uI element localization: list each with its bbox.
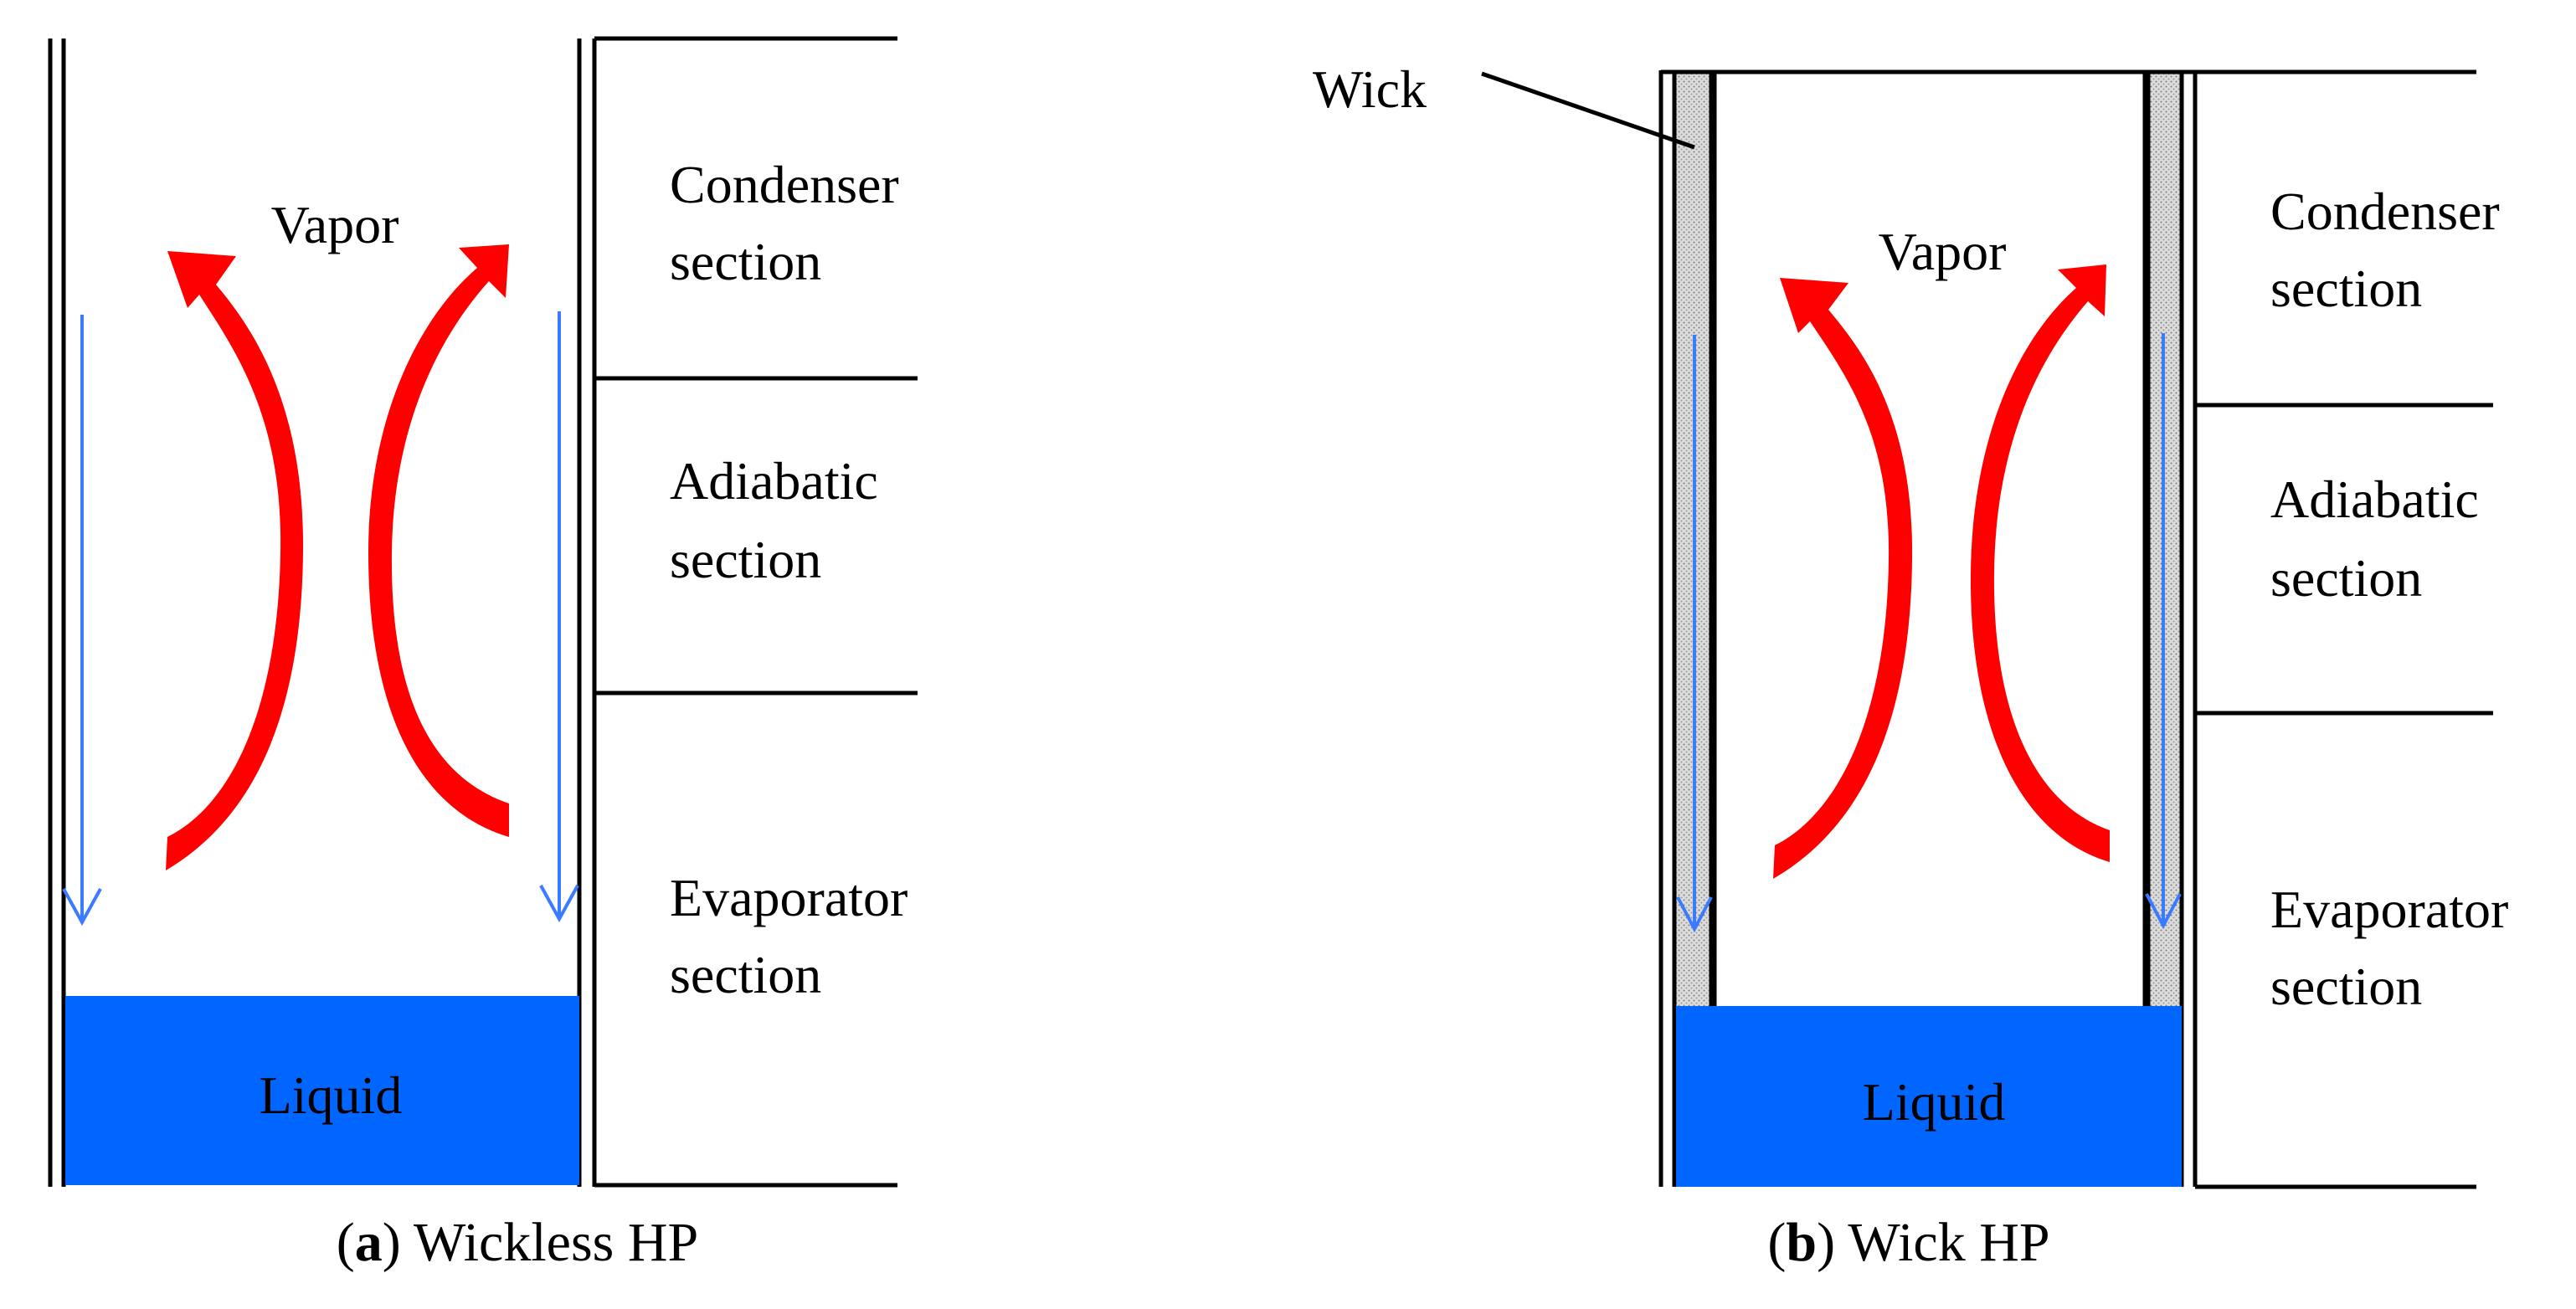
section-dividers-b — [1713, 69, 2493, 1189]
liquid-label-b: Liquid — [1863, 1072, 2006, 1132]
condenser-label-b: Condenser — [2270, 182, 2500, 241]
adiabatic-label-a-2: section — [670, 530, 821, 589]
vapor-label-b: Vapor — [1879, 222, 2007, 281]
liquid-label-a: Liquid — [260, 1065, 403, 1125]
pipe-b-walls — [1658, 69, 2198, 1187]
section-labels-b: Condenser section Adiabatic section Evap… — [2270, 182, 2508, 1016]
caption-b: (b) Wick HP — [1767, 1212, 2049, 1273]
caption-b-letter: b — [1786, 1212, 1817, 1273]
adiabatic-label-a: Adiabatic — [670, 451, 878, 511]
caption-a-letter: a — [355, 1212, 383, 1273]
caption-a: (a) Wickless HP — [337, 1212, 698, 1273]
caption-b-text: Wick HP — [1835, 1212, 2049, 1273]
caption-a-text: Wickless HP — [401, 1212, 698, 1273]
liquid-flow-arrows-a — [62, 311, 579, 927]
liquid-pool-a — [65, 996, 579, 1185]
adiabatic-label-b: Adiabatic — [2270, 470, 2479, 529]
evaporator-label-a-2: section — [670, 945, 821, 1004]
vapor-label-a: Vapor — [271, 195, 399, 254]
evaporator-label-a: Evaporator — [670, 868, 908, 927]
evaporator-label-b-2: section — [2270, 957, 2422, 1016]
wick-label: Wick — [1313, 59, 1427, 119]
liquid-pool-b — [1676, 1006, 2182, 1187]
wick-leader-line — [1481, 71, 1695, 150]
vapor-arrow-icon — [1773, 264, 2110, 879]
section-labels-a: Condenser section Adiabatic section Evap… — [670, 155, 908, 1004]
condenser-label-a-2: section — [670, 232, 821, 291]
panel-b-wick: Liquid Vapor Wick Condenser section Adia… — [1313, 59, 2508, 1273]
panel-a-wickless: Liquid Vapor Condenser section Adiabatic… — [48, 36, 918, 1273]
pipe-a-walls — [48, 38, 597, 1187]
section-dividers-a — [594, 36, 918, 1188]
condenser-label-b-2: section — [2270, 259, 2422, 318]
adiabatic-label-b-2: section — [2270, 548, 2422, 608]
vapor-arrow-icon — [166, 244, 509, 870]
evaporator-label-b: Evaporator — [2270, 880, 2508, 939]
condenser-label-a: Condenser — [670, 155, 899, 214]
liquid-flow-arrows-b — [1676, 333, 2182, 933]
